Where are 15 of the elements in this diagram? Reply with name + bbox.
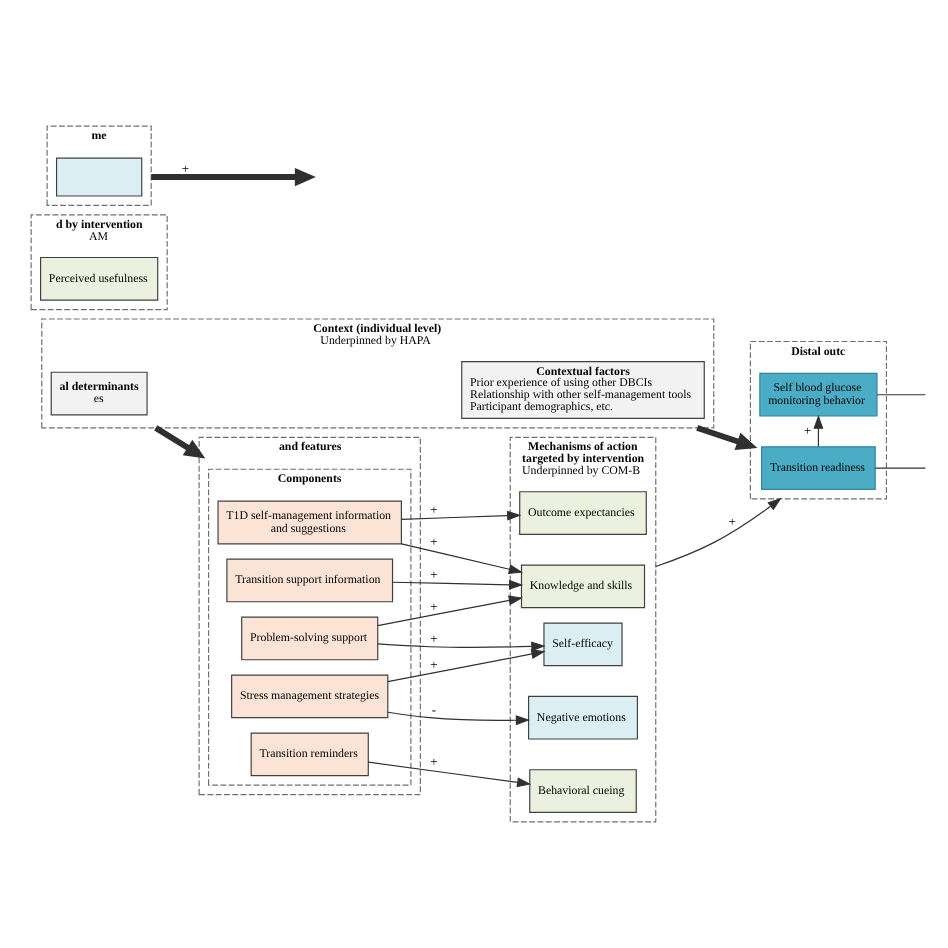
arrow — [377, 595, 523, 627]
connector — [874, 467, 926, 469]
arrow — [696, 425, 758, 451]
connector — [876, 394, 926, 396]
arrow — [400, 543, 523, 575]
arrow — [387, 711, 531, 726]
arrow — [154, 425, 206, 459]
arrow — [655, 497, 782, 568]
arrow — [367, 761, 532, 788]
arrow — [377, 641, 546, 652]
arrow — [387, 649, 546, 683]
arrow — [400, 510, 522, 521]
node-box — [55, 157, 143, 197]
arrow — [391, 579, 524, 590]
arrow — [151, 167, 316, 187]
